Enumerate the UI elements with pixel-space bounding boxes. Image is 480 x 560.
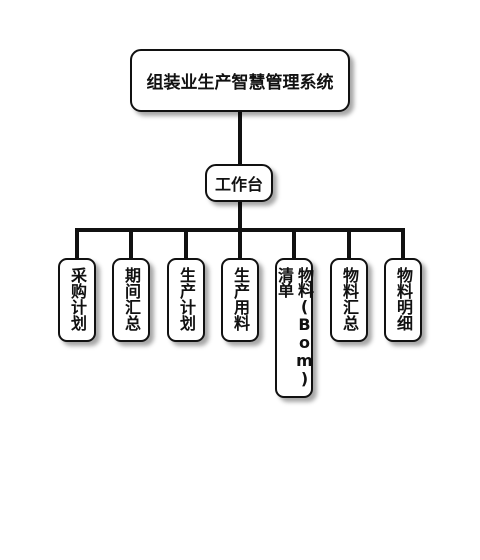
leaf-label: 生产用料	[231, 267, 250, 331]
leaf-label: 采购计划	[68, 267, 87, 331]
leaf-label: 期间汇总	[122, 267, 141, 331]
workbench-label: 工作台	[214, 175, 263, 194]
leaf-label: 物料(Bom)清单	[275, 267, 314, 387]
leaf-node-material-summary: 物料汇总	[330, 258, 368, 342]
leaf-label: 生产计划	[177, 267, 196, 331]
leaf-node-material-detail: 物料明细	[384, 258, 422, 342]
leaf-node-purchase-plan: 采购计划	[58, 258, 96, 342]
workbench-node: 工作台	[205, 164, 273, 202]
leaf-node-bom-list: 物料(Bom)清单	[275, 258, 314, 398]
leaf-node-period-summary: 期间汇总	[112, 258, 150, 342]
leaf-node-production-plan: 生产计划	[167, 258, 205, 342]
root-label: 组装业生产智慧管理系统	[146, 73, 334, 93]
leaf-label: 物料明细	[394, 267, 413, 331]
leaf-label: 物料汇总	[340, 267, 359, 331]
root-node: 组装业生产智慧管理系统	[130, 49, 350, 112]
leaf-node-production-material: 生产用料	[221, 258, 259, 342]
